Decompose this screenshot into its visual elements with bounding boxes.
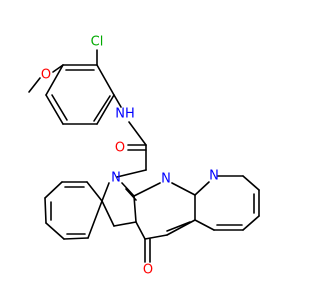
bond [113,221,137,227]
bond [45,64,64,96]
bond [171,182,196,196]
bond [44,197,47,224]
bond [133,195,137,223]
bond [93,95,111,122]
benzimidazole-nitrogen-label: N [111,171,121,186]
molecule-structure: Cl O NH O N N N O [28,35,260,278]
bond [135,221,146,240]
bond [144,234,168,240]
bond [101,182,110,202]
methoxy-oxygen-label: O [41,68,51,83]
bond [194,219,215,231]
bonds [28,49,260,263]
bond [87,200,103,239]
bond [63,237,89,240]
pyridine-nitrogen-label: N [209,169,219,184]
bond [45,222,65,240]
bond [86,181,103,202]
amide-oxygen-label: O [115,141,125,156]
amide-nh-label: NH [115,107,135,122]
chlorine-atom-label: Cl [91,35,104,50]
bond [166,221,191,232]
bond [121,182,135,197]
bond [52,64,64,73]
bond [242,175,260,191]
bond [133,182,161,197]
bond [45,94,64,125]
bond [28,77,41,93]
bond [116,169,147,178]
pyrimidine-nitrogen-label: N [161,172,171,187]
keto-oxygen-label: O [143,263,153,278]
bond [125,188,137,201]
bond [96,94,115,125]
bond [128,121,147,146]
bond [96,64,115,96]
bond [194,181,210,196]
bond [242,215,260,231]
atom-labels: Cl O NH O N N N O [41,35,219,278]
bond [113,94,122,108]
bond [51,94,68,121]
bond [101,200,115,227]
bond [166,219,196,236]
bond [44,181,63,199]
